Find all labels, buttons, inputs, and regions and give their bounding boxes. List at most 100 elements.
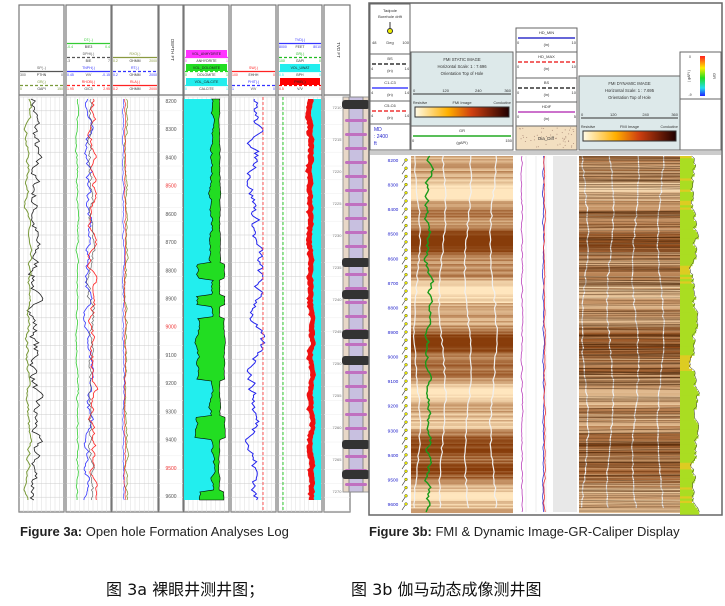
image-band [411, 301, 513, 304]
image-band [579, 283, 680, 286]
curve-right-value: 2000 [149, 87, 157, 91]
pattern-dot [526, 137, 528, 139]
image-band [579, 364, 680, 367]
gr-color-bar [680, 442, 696, 446]
tadpole-icon [404, 387, 408, 391]
curve-unit: EHHH [249, 73, 259, 77]
tadpole-icon [404, 256, 408, 260]
image-band [411, 312, 513, 314]
curve-name: C5-C6 [384, 103, 396, 108]
curve-unit: PTHN [37, 73, 47, 77]
curve-name: C1-C3 [384, 80, 396, 85]
gr-color-bar [680, 507, 698, 511]
dynamic-texture-line [578, 503, 681, 506]
image-band [411, 271, 513, 274]
image-band [411, 318, 513, 320]
tool-collar [345, 413, 367, 416]
gr-color-bar [680, 229, 696, 233]
dynamic-texture-line [578, 466, 681, 469]
image-band [411, 460, 513, 463]
tadpole-icon [404, 281, 408, 285]
depth-label: 8200 [388, 158, 399, 164]
dynamic-texture-line [578, 252, 681, 254]
tadpole-icon [404, 174, 408, 178]
gr-color-bar [680, 505, 696, 509]
dynamic-texture-line [578, 291, 681, 293]
tadpole-unit: Deg [386, 40, 393, 45]
curve-unit: (in) [544, 92, 550, 97]
dynamic-texture-line [578, 186, 681, 189]
curve-right-value: 5 [574, 114, 577, 119]
gr-color-bar [680, 341, 695, 345]
dynamic-texture-line [578, 253, 681, 255]
pattern-dot [524, 141, 526, 143]
curve-fill-swatch [280, 64, 320, 71]
dynamic-texture-line [578, 252, 681, 255]
curve-left-value: 0.2 [113, 73, 118, 77]
image-band [579, 468, 680, 470]
curve-right-value: 0 [273, 87, 275, 91]
tvd-label: 7270 [333, 489, 343, 494]
image-band [411, 379, 513, 382]
header-separator [370, 151, 721, 155]
curve-right-value: 14 [405, 90, 410, 95]
image-band [411, 216, 513, 218]
image-band [411, 367, 513, 370]
image-band [411, 387, 513, 389]
dynamic-texture-line [578, 377, 681, 379]
image-band [411, 372, 513, 374]
image-band [411, 453, 513, 455]
gr-color-bar [680, 368, 693, 372]
dynamic-texture-line [578, 453, 681, 456]
gr-color-bar [680, 397, 697, 401]
image-band [579, 274, 680, 277]
tadpole-icon [404, 273, 408, 277]
curve-name: RT(.) [131, 66, 139, 70]
pattern-dot [565, 136, 567, 138]
image-title: FMI STATIC IMAGE [443, 57, 481, 62]
dynamic-texture-line [578, 363, 681, 365]
fracture-trace [463, 155, 473, 509]
tool-collar [345, 161, 367, 164]
image-band [411, 168, 513, 170]
image-band [411, 325, 513, 328]
image-band [579, 405, 680, 407]
dynamic-texture-line [578, 486, 681, 488]
dynamic-texture-line [578, 309, 681, 311]
curve-name: VOL_ANHYDRITE [192, 52, 222, 56]
hd-max-header [515, 51, 578, 79]
dynamic-texture-line [578, 246, 681, 248]
image-band [411, 334, 513, 337]
tadpole-icon [404, 436, 408, 441]
colorbar-bottom: -9 [688, 93, 691, 97]
image-band [411, 162, 513, 164]
image-band [411, 436, 513, 439]
pattern-dot [551, 129, 553, 131]
image-band [411, 313, 513, 316]
image-band [411, 360, 513, 362]
curve-unit: (in) [387, 92, 393, 97]
image-band [579, 199, 680, 202]
gr-color-bar [680, 207, 692, 211]
image-band [579, 339, 680, 341]
image-band [411, 421, 513, 424]
dynamic-texture-line [578, 411, 681, 413]
dynamic-texture-line [578, 352, 681, 354]
image-band [411, 349, 513, 352]
image-band [411, 462, 513, 464]
dynamic-texture-line [578, 326, 681, 329]
image-band [411, 468, 513, 470]
curve-unit: FEET [296, 45, 306, 49]
image-band [411, 177, 513, 179]
tadpole-icon [404, 404, 408, 408]
resistive-label: Resistive [581, 125, 595, 129]
image-band [411, 414, 513, 416]
image-band [411, 390, 513, 392]
depth-label: 9400 [165, 438, 176, 444]
gr-color-bar [680, 453, 695, 457]
dynamic-texture-line [578, 260, 681, 262]
dynamic-texture-line [578, 294, 681, 296]
image-band [411, 357, 513, 359]
dynamic-texture-line [578, 267, 681, 269]
